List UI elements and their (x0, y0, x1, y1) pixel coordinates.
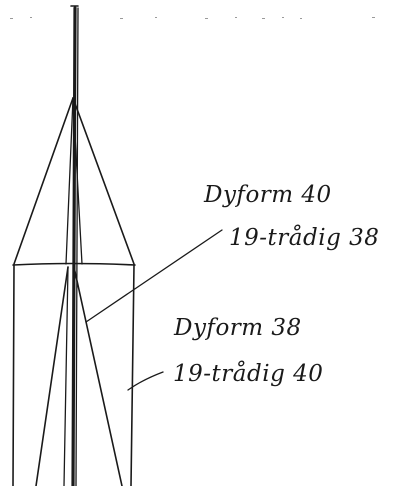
lower-label-line1: Dyform 38 (173, 315, 302, 341)
scan-specks (10, 17, 375, 19)
upper-label-line1: Dyform 40 (203, 182, 332, 208)
lower-label-leader (127, 371, 164, 391)
spreader (12, 262, 136, 266)
lower-shrouds (12, 264, 135, 486)
mast (70, 5, 79, 486)
lower-label-line2: 19-trådig 40 (173, 360, 323, 387)
upper-label-leader (85, 229, 223, 323)
upper-diamond-stays (13, 97, 135, 265)
upper-label-line2: 19-trådig 38 (229, 224, 379, 251)
